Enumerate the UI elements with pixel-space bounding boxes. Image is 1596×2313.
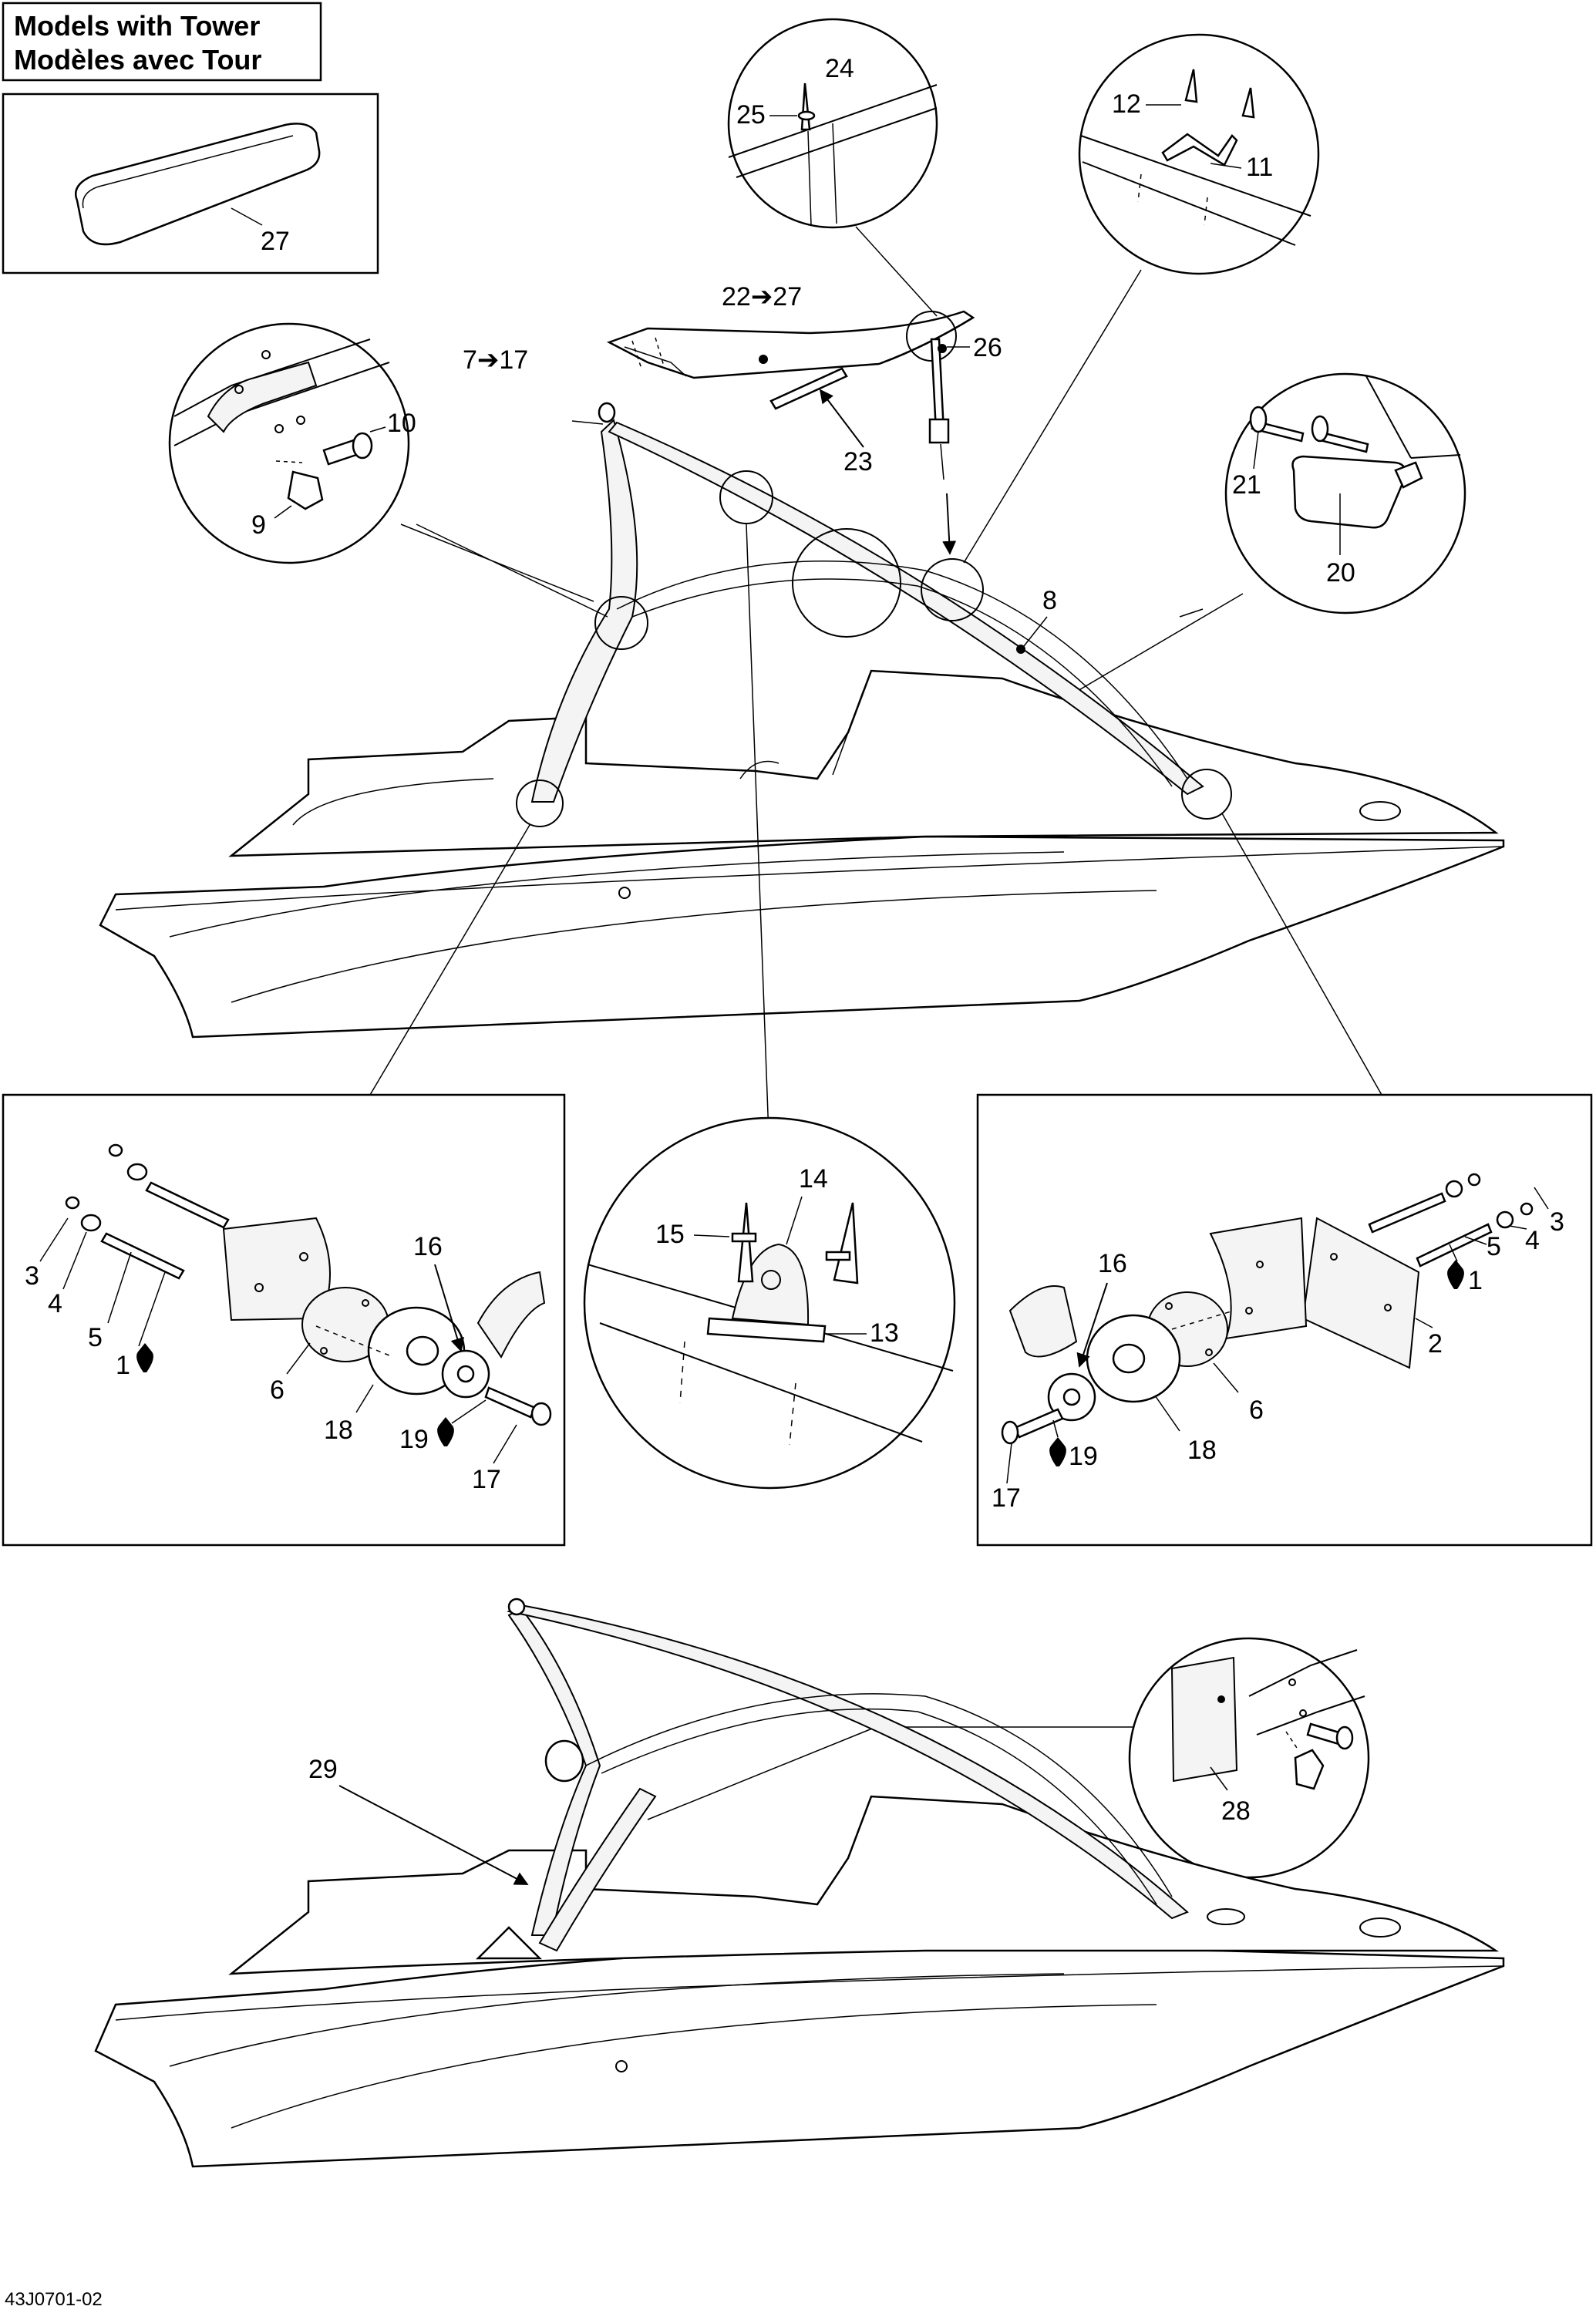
drop-icon (1447, 1260, 1464, 1289)
callout-25: 25 (736, 100, 766, 130)
callout-8: 8 (1042, 586, 1057, 615)
left-mount-detail-box: 3 4 5 1 6 18 16 19 17 (2, 1093, 566, 1547)
tower-top-components: 22➔27 23 26 (606, 282, 1002, 555)
callout-18-right: 18 (1187, 1436, 1217, 1465)
callout-14: 14 (799, 1164, 828, 1194)
callout-24: 24 (825, 54, 854, 83)
callout-16-right: 16 (1098, 1249, 1127, 1278)
rivet-detail-top: 24 25 (727, 18, 938, 229)
callout-12: 12 (1112, 89, 1141, 119)
title-box: Models with Tower Modèles avec Tour (2, 2, 322, 82)
callout-17-right: 17 (992, 1483, 1021, 1513)
callout-10: 10 (387, 409, 416, 438)
drop-icon (437, 1417, 454, 1446)
callout-19-right: 19 (1069, 1442, 1098, 1471)
bracket-detail-top-right: 12 11 (1078, 33, 1320, 275)
center-bracket-detail: 14 15 13 (583, 1116, 956, 1490)
callout-6-right: 6 (1249, 1396, 1264, 1425)
callout-4-right: 4 (1525, 1226, 1540, 1255)
boat-with-tower-top: 8 7➔17 (99, 345, 1505, 1157)
callout-2: 2 (1428, 1329, 1443, 1359)
drawing-code: 43J0701-02 (5, 2289, 103, 2310)
callout-20: 20 (1326, 558, 1355, 588)
callout-7-17: 7➔17 (463, 345, 528, 375)
mirror-detail-right: 21 20 (1224, 372, 1466, 614)
callout-29: 29 (308, 1755, 338, 1784)
callout-26: 26 (973, 333, 1002, 362)
tower-cushion-part (75, 123, 321, 246)
tower-rod (769, 367, 848, 410)
callout-27: 27 (261, 227, 290, 256)
callout-3-left: 3 (25, 1261, 39, 1291)
pad-detail-bottom-right: 28 (647, 1637, 1370, 1879)
tower-strap (930, 338, 945, 433)
right-mount-detail-box: 3 4 5 1 2 6 18 16 19 17 (976, 1093, 1593, 1547)
callout-3-right: 3 (1550, 1207, 1564, 1237)
callout-5-left: 5 (88, 1323, 103, 1352)
callout-9: 9 (251, 510, 266, 540)
callout-23: 23 (843, 447, 873, 476)
callout-21: 21 (1232, 470, 1261, 500)
tower-top-cushion (606, 310, 975, 379)
callout-16-left: 16 (413, 1232, 443, 1261)
callout-19-left: 19 (399, 1425, 429, 1454)
callout-1-right: 1 (1468, 1266, 1483, 1295)
knob-detail-left: 10 9 (168, 322, 416, 564)
callout-4-left: 4 (48, 1289, 62, 1318)
callout-15: 15 (655, 1220, 685, 1249)
callout-6-left: 6 (270, 1375, 285, 1405)
callout-22-27: 22➔27 (722, 282, 802, 311)
callout-18-left: 18 (324, 1416, 353, 1445)
cushion-inset: 27 (2, 93, 379, 274)
callout-11: 11 (1246, 153, 1273, 182)
callout-28: 28 (1221, 1796, 1251, 1826)
callout-5-right: 5 (1487, 1232, 1501, 1261)
drop-icon (1049, 1437, 1066, 1466)
leader-lines-top (400, 226, 1244, 718)
callout-13: 13 (870, 1318, 899, 1348)
callout-17-left: 17 (472, 1465, 501, 1494)
boat-with-tower-bottom: 29 (94, 1598, 1505, 2168)
title-french: Modèles avec Tour (14, 44, 261, 76)
callout-1-left: 1 (116, 1351, 130, 1380)
drop-icon (136, 1343, 153, 1372)
title-english: Models with Tower (14, 10, 260, 42)
